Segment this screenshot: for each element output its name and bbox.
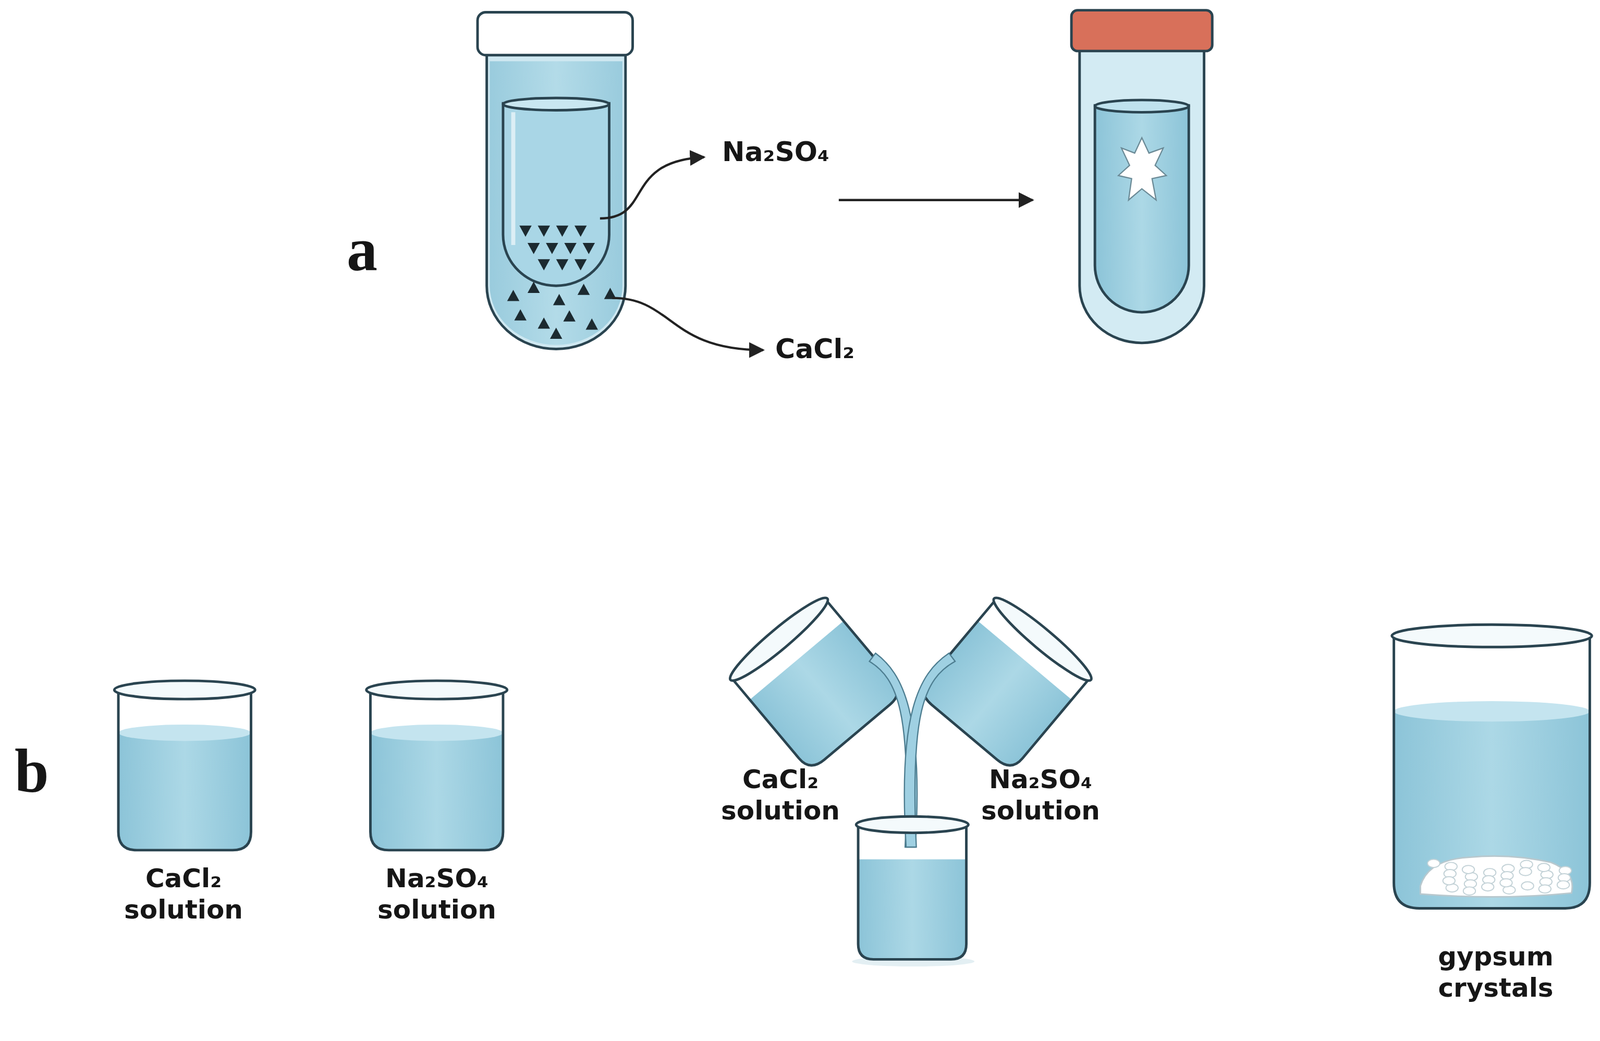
leader-line: [600, 157, 705, 219]
test-tube: [1071, 10, 1213, 344]
pouring-beaker: [915, 590, 1098, 774]
panel-letter: a: [346, 218, 378, 281]
salt-crystals: [507, 225, 617, 339]
test-tube: [477, 11, 633, 349]
beaker: [1391, 624, 1593, 909]
solution-label: Na₂SO₄ solution: [981, 763, 1101, 827]
beaker: [114, 680, 255, 851]
solution-label: CaCl₂ solution: [124, 862, 243, 926]
solution-label: Na₂SO₄ solution: [377, 862, 497, 926]
panel-letter: b: [14, 740, 50, 802]
beaker: [366, 680, 508, 851]
pouring-beaker: [724, 590, 906, 774]
chemical-label: CaCl₂: [775, 333, 855, 365]
process-arrow: [838, 199, 1033, 202]
chemical-label: Na₂SO₄: [722, 136, 830, 168]
leader-line: [612, 298, 764, 351]
solution-label: CaCl₂ solution: [721, 763, 840, 827]
beaker: [851, 816, 975, 967]
result-label: gypsum crystals: [1437, 941, 1554, 1004]
